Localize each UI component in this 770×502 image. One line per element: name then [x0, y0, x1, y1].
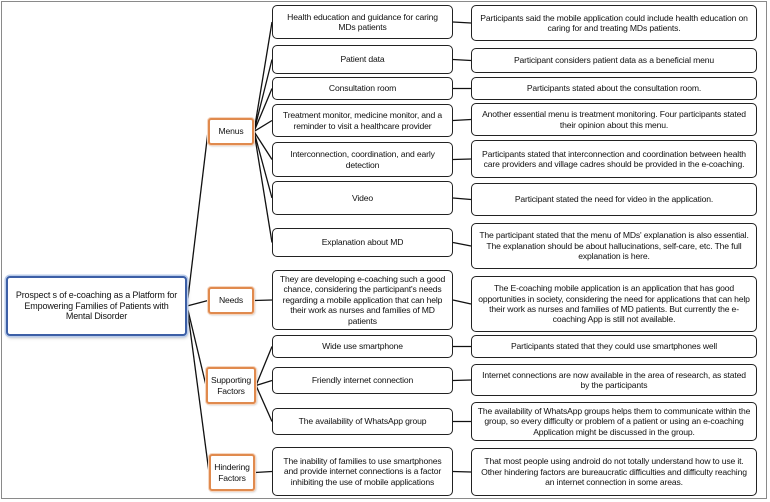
- category-label: Hindering Factors: [214, 462, 250, 483]
- topic-box: They are developing e-coaching such a go…: [272, 270, 453, 330]
- connector-category-topic: [255, 385, 273, 422]
- connector-category-topic: [253, 59, 273, 132]
- description-box: That most people using android do not to…: [471, 448, 757, 496]
- description-box: Participants stated about the consultati…: [471, 77, 757, 100]
- topic-box: Interconnection, coordination, and early…: [272, 142, 453, 177]
- category-supporting-factors: Supporting Factors: [206, 367, 256, 404]
- topic-box: Friendly internet connection: [272, 367, 453, 394]
- connector-category-topic: [253, 21, 273, 132]
- connector-root-hindering: [186, 305, 210, 473]
- connector-root-needs: [186, 299, 209, 307]
- connector-category-topic: [255, 379, 273, 387]
- connector-category-topic: [253, 131, 273, 160]
- description-box: The availability of WhatsApp groups help…: [471, 402, 757, 441]
- topic-box: Explanation about MD: [272, 228, 453, 257]
- root-label: Prospect s of e-coaching as a Platform f…: [15, 289, 178, 322]
- description-box: Another essential menu is treatment moni…: [471, 103, 757, 136]
- connector-category-topic: [253, 119, 273, 133]
- description-box: Internet connections are now available i…: [471, 364, 757, 396]
- connector-category-topic: [255, 346, 273, 386]
- category-label: Needs: [218, 295, 244, 306]
- description-box: Participants said the mobile application…: [471, 5, 757, 41]
- connector-topic-description: [452, 299, 472, 305]
- description-box: The E-coaching mobile application is an …: [471, 276, 757, 332]
- description-box: The participant stated that the menu of …: [471, 223, 757, 269]
- category-needs: Needs: [208, 287, 254, 314]
- description-box: Participant stated the need for video in…: [471, 183, 757, 216]
- connector-topic-description: [452, 197, 472, 201]
- connector-root-supporting: [186, 305, 207, 386]
- connector-category-topic: [253, 88, 273, 132]
- description-box: Participants stated that interconnection…: [471, 140, 757, 178]
- topic-box: The availability of WhatsApp group: [272, 408, 453, 435]
- connector-category-topic: [253, 299, 273, 302]
- connector-topic-description: [452, 58, 472, 62]
- description-box: Participant considers patient data as a …: [471, 48, 757, 73]
- connector-category-topic: [254, 470, 273, 474]
- connector-topic-description: [452, 21, 472, 24]
- category-label: Supporting Factors: [210, 375, 252, 396]
- topic-box: Consultation room: [272, 77, 453, 100]
- topic-box: Video: [272, 181, 453, 215]
- connector-root-menus: [186, 131, 209, 307]
- connector-topic-description: [452, 158, 472, 161]
- connector-topic-description: [452, 470, 472, 473]
- connector-topic-description: [452, 241, 472, 247]
- root-node: Prospect s of e-coaching as a Platform f…: [6, 276, 187, 336]
- connector-category-topic: [253, 131, 273, 199]
- category-hindering-factors: Hindering Factors: [209, 454, 255, 491]
- topic-box: Treatment monitor, medicine monitor, and…: [272, 104, 453, 137]
- connector-category-topic: [253, 131, 273, 243]
- category-menus: Menus: [208, 118, 254, 145]
- connector-topic-description: [452, 379, 472, 382]
- topic-box: The inability of families to use smartph…: [272, 447, 453, 496]
- connector-topic-description: [452, 118, 472, 122]
- topic-box: Wide use smartphone: [272, 335, 453, 358]
- topic-box: Health education and guidance for caring…: [272, 5, 453, 39]
- description-box: Participants stated that they could use …: [471, 335, 757, 358]
- category-label: Menus: [218, 126, 244, 137]
- topic-box: Patient data: [272, 45, 453, 74]
